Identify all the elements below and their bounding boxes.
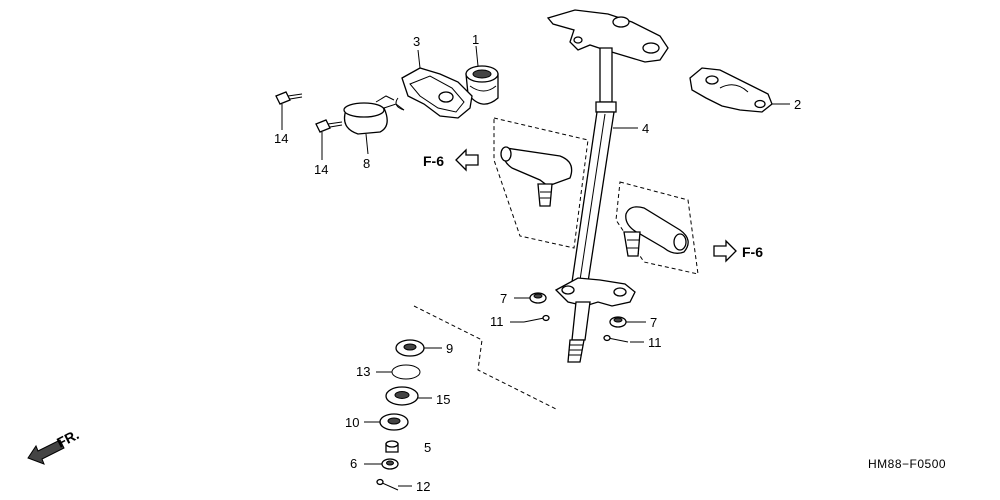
callout-7-left: 7 — [500, 291, 507, 306]
callout-9: 9 — [446, 341, 453, 356]
nut-7-right — [609, 316, 627, 328]
nut-7-left — [529, 292, 547, 304]
callout-12: 12 — [416, 479, 430, 494]
oil-seal-10 — [379, 413, 409, 431]
clamp-part — [343, 95, 405, 135]
callout-11-left: 11 — [490, 314, 504, 329]
bearing-stack-bracket — [413, 305, 559, 411]
shaft-holder-part — [689, 67, 773, 113]
callout-10: 10 — [345, 415, 359, 430]
callout-1: 1 — [472, 32, 479, 47]
collar-5 — [385, 440, 399, 453]
tie-rod-end-left-reference — [493, 117, 589, 249]
front-direction: FR. — [27, 426, 81, 465]
bolt-14-upper — [275, 91, 303, 105]
steering-shaft — [546, 9, 669, 363]
callout-14-lower: 14 — [314, 162, 328, 177]
callout-3: 3 — [413, 34, 420, 49]
reference-right: F-6 — [713, 239, 763, 263]
nut-6 — [381, 458, 399, 470]
reference-left-label: F-6 — [423, 153, 444, 169]
callout-4: 4 — [642, 121, 649, 136]
callout-15: 15 — [436, 392, 450, 407]
cotter-pin-11-right — [603, 334, 629, 343]
reference-left: F-6 — [423, 148, 479, 172]
oil-seal-9 — [395, 339, 425, 357]
leader-lines — [281, 45, 790, 487]
arrow-right-icon — [713, 239, 737, 263]
plate-part — [395, 67, 473, 119]
callout-6: 6 — [350, 456, 357, 471]
bolt-14-lower — [315, 119, 343, 133]
callout-8: 8 — [363, 156, 370, 171]
arrow-left-icon — [455, 148, 479, 172]
callout-14-upper: 14 — [274, 131, 288, 146]
callout-7-right: 7 — [650, 315, 657, 330]
callout-11-right: 11 — [648, 335, 662, 350]
direction-arrow-icon — [27, 439, 65, 465]
dust-seal-part — [465, 65, 499, 105]
cotter-pin-11-left — [523, 314, 550, 323]
callout-5: 5 — [424, 440, 431, 455]
callout-2: 2 — [794, 97, 801, 112]
diagram-code: HM88−F0500 — [868, 457, 946, 471]
callout-13: 13 — [356, 364, 370, 379]
bearing-15 — [385, 386, 419, 406]
cotter-pin-12 — [376, 478, 399, 491]
circlip-13 — [391, 364, 421, 380]
tie-rod-end-right-reference — [615, 181, 699, 275]
reference-right-label: F-6 — [742, 244, 763, 260]
